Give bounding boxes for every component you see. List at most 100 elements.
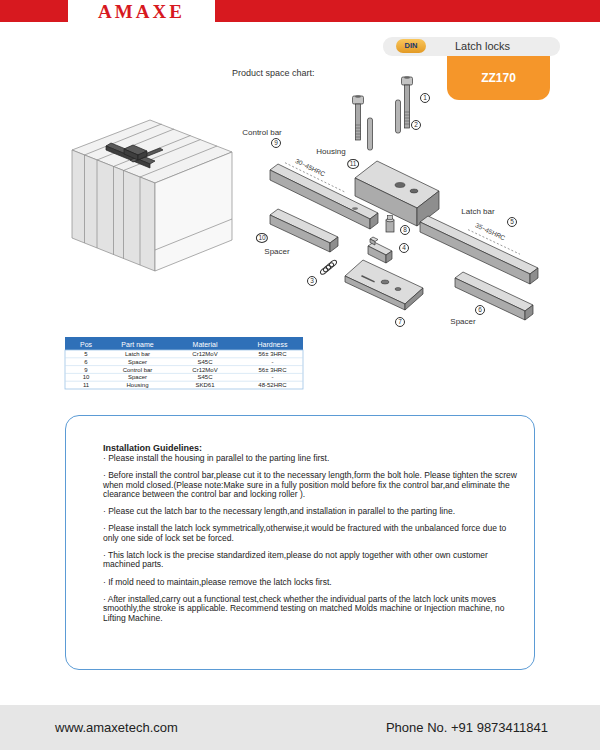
roller bbox=[386, 216, 394, 233]
callout-number: 1 bbox=[420, 93, 430, 103]
latch-bar-end bbox=[530, 268, 538, 284]
callout-number: 8 bbox=[400, 225, 410, 235]
plate-line bbox=[140, 177, 141, 265]
mold-front bbox=[155, 152, 232, 271]
table-cell: Control bar bbox=[123, 367, 153, 373]
table-cell: 48-52HRC bbox=[258, 382, 286, 388]
table-header: Hardness bbox=[258, 340, 288, 347]
spacer-end bbox=[525, 305, 533, 320]
mounted-housing bbox=[124, 149, 138, 160]
table-rule bbox=[65, 373, 303, 374]
table-rule bbox=[65, 365, 303, 366]
plate-hole bbox=[381, 280, 389, 284]
guideline-box: Installation Guidelines:· Please install… bbox=[65, 415, 535, 670]
header-bar bbox=[0, 0, 600, 22]
plate-slot bbox=[362, 276, 374, 282]
mounted-latch-bar bbox=[106, 146, 150, 168]
guideline-text: · This latch lock is the precise standar… bbox=[103, 551, 519, 570]
latch-bar bbox=[420, 216, 538, 284]
screw-head bbox=[353, 96, 364, 104]
plate bbox=[345, 260, 423, 310]
roller-pin bbox=[388, 216, 393, 220]
guideline-text: · Before install the control bar,please … bbox=[103, 471, 519, 499]
dowel-pin bbox=[396, 100, 401, 133]
table-cell: 56± 3HRC bbox=[259, 367, 287, 373]
table-cell: 6 bbox=[84, 359, 87, 365]
housing bbox=[355, 161, 439, 226]
table-cell: Spacer bbox=[128, 359, 147, 365]
guideline-text: · Please install the housing in parallel… bbox=[103, 454, 519, 463]
callout-number: 6 bbox=[475, 305, 485, 315]
latch-bar-side bbox=[420, 222, 530, 284]
table-cell: 9 bbox=[84, 367, 87, 373]
dowel-pin bbox=[368, 118, 373, 150]
plate-line bbox=[97, 160, 98, 248]
lock-piece-side bbox=[368, 246, 386, 263]
callout-number: 7 bbox=[395, 317, 405, 327]
table-cell: Cr12MoV bbox=[192, 351, 217, 357]
screws bbox=[353, 76, 413, 150]
latch-bar-top bbox=[420, 216, 538, 274]
screw-thread bbox=[405, 112, 410, 124]
right-spacer bbox=[455, 272, 533, 320]
plate-line bbox=[155, 219, 232, 250]
lock-piece bbox=[368, 237, 392, 263]
table-cell: 56± 3HRC bbox=[259, 351, 287, 357]
screw-shaft bbox=[405, 85, 410, 128]
spring-coil bbox=[328, 259, 337, 268]
callout-number: 3 bbox=[307, 276, 317, 286]
lock-piece-end bbox=[386, 251, 392, 263]
table-header-fill bbox=[65, 337, 303, 350]
guideline-text: · Please cut the latch bar to the necess… bbox=[103, 507, 519, 516]
callout-number: 5 bbox=[507, 217, 517, 227]
housing-hole bbox=[395, 183, 405, 188]
spring bbox=[319, 259, 337, 275]
guideline-text: · Please install the latch lock symmetri… bbox=[103, 524, 519, 543]
hardness-dimension: 30~45HRC bbox=[294, 158, 326, 178]
callout-number: 4 bbox=[399, 243, 409, 253]
mounted-housing bbox=[138, 151, 147, 160]
guideline-heading: Installation Guidelines: bbox=[103, 443, 519, 453]
spacer-end bbox=[330, 237, 338, 252]
callout-number: 11 bbox=[347, 159, 359, 169]
mold-side bbox=[72, 150, 155, 271]
spacer-side bbox=[455, 278, 525, 320]
plate-end bbox=[405, 288, 423, 310]
phone-text: Phone No. +91 9873411841 bbox=[386, 721, 548, 734]
table-cell: - bbox=[272, 359, 274, 365]
table-cell: Latch bar bbox=[125, 351, 150, 357]
guideline-text: · If mold need to maintain,please remove… bbox=[103, 578, 519, 587]
part-name: Control bar bbox=[242, 129, 282, 137]
screw-socket bbox=[355, 95, 361, 97]
plate-line bbox=[113, 167, 114, 255]
mold bbox=[72, 120, 232, 271]
table-cell: 5 bbox=[84, 351, 87, 357]
part-name: Latch bar bbox=[461, 208, 494, 216]
logo-text: AMAXE bbox=[98, 2, 185, 21]
screw-socket bbox=[404, 76, 410, 78]
callout-number: 2 bbox=[411, 120, 421, 130]
table-cell: 11 bbox=[83, 382, 89, 388]
table-header: Part name bbox=[121, 340, 153, 347]
table-body bbox=[65, 350, 303, 389]
plate-line bbox=[123, 171, 124, 259]
page-title: Latch locks bbox=[455, 41, 510, 52]
section-label: Product space chart: bbox=[232, 69, 315, 78]
footer-band: www.amaxetech.comPhone No. +91 987341184… bbox=[0, 705, 600, 750]
table-cell: S45C bbox=[197, 359, 212, 365]
table-cell: SKD61 bbox=[195, 382, 214, 388]
plate-line bbox=[84, 155, 85, 243]
table-header: Material bbox=[193, 340, 218, 347]
table-rule bbox=[65, 381, 303, 382]
part-name: Spacer bbox=[264, 248, 289, 256]
bolt-hole bbox=[352, 207, 358, 210]
plate-line bbox=[124, 140, 201, 171]
housing-side bbox=[355, 178, 417, 226]
screw-head bbox=[402, 77, 413, 85]
table-cell: Housing bbox=[126, 382, 148, 388]
standard-tag: DIN bbox=[396, 39, 426, 53]
standard-tag-text: DIN bbox=[405, 42, 418, 50]
table-cell: - bbox=[272, 374, 274, 380]
